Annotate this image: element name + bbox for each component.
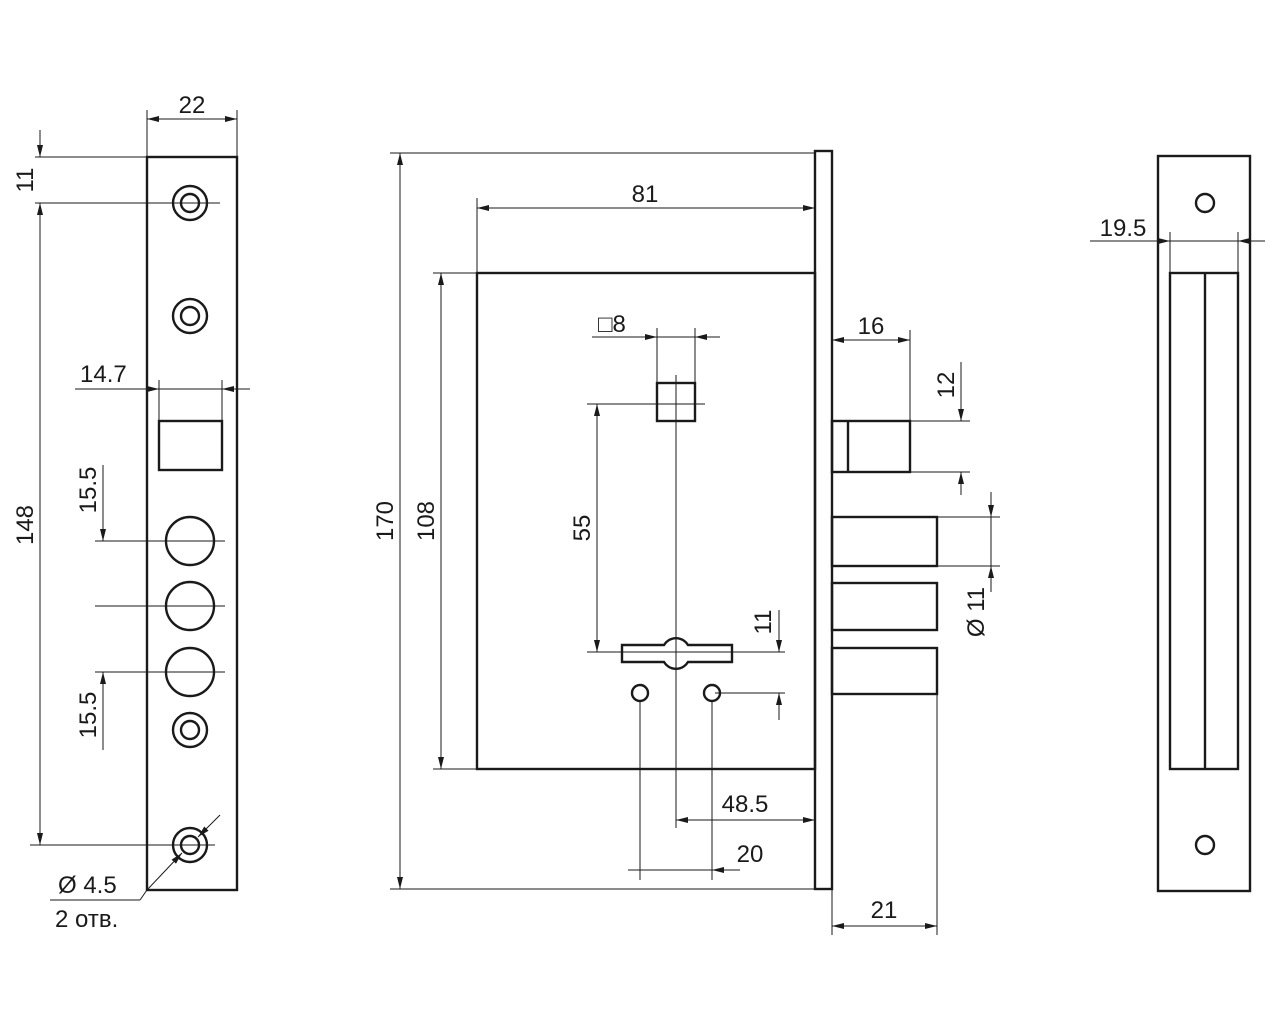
svg-text:81: 81 (632, 181, 659, 208)
dimension-bolt-projection: 21 (831, 694, 938, 935)
dimension-key-offset: 11 (715, 610, 785, 720)
screw-hole (171, 297, 209, 335)
mount-hole (1194, 834, 1216, 856)
svg-text:108: 108 (413, 501, 440, 541)
faceplate-outline (145, 155, 239, 892)
svg-text:19.5: 19.5 (1100, 215, 1147, 242)
svg-text:Ø 4.5: Ø 4.5 (58, 872, 117, 899)
svg-text:11: 11 (12, 168, 39, 193)
svg-text:55: 55 (569, 515, 596, 542)
svg-text:11: 11 (750, 610, 777, 635)
svg-text:48.5: 48.5 (722, 791, 769, 818)
mount-hole (1194, 192, 1216, 214)
svg-text:14.7: 14.7 (80, 361, 127, 388)
dimension-spindle: □8 (592, 311, 720, 383)
faceplate (813, 149, 834, 891)
svg-text:15.5: 15.5 (75, 692, 102, 739)
svg-text:12: 12 (933, 372, 960, 399)
latch-opening (157, 419, 224, 472)
svg-text:22: 22 (179, 92, 206, 119)
dead-bolt (830, 581, 939, 632)
svg-text:16: 16 (858, 313, 885, 340)
dimension-strike-width: 19.5 (1090, 215, 1265, 273)
dimension-latch-projection: 16 (832, 313, 911, 421)
dimension-backset: 48.5 (676, 791, 815, 823)
strike-plate-view: 19.5 (1090, 154, 1265, 893)
svg-text:2 отв.: 2 отв. (55, 906, 118, 933)
dimension-center-distance: 55 (569, 403, 785, 653)
dimension-body-height: 108 (413, 272, 477, 770)
dimension-top-offset: 11 (12, 130, 220, 845)
faceplate-side-view: 22 11 148 14.7 15.5 15.5 Ø 4.5 2 отв. (12, 92, 250, 933)
dimension-hole-diameter: Ø 4.5 2 отв. (50, 814, 221, 933)
dimension-bolt-diameter: Ø 11 (937, 492, 1000, 637)
dead-bolt (830, 515, 939, 568)
dimension-square-offset: 14.7 (75, 361, 250, 421)
strike-plate-outline (1156, 154, 1252, 893)
svg-text:□8: □8 (598, 311, 626, 338)
svg-text:170: 170 (372, 501, 399, 541)
svg-text:20: 20 (737, 841, 764, 868)
dimension-bolt-spacing: 15.5 15.5 (75, 465, 225, 750)
dimension-hole-spacing-front: 20 (628, 701, 763, 880)
dimension-latch-height: 12 (910, 362, 970, 495)
latch-bolt (830, 419, 912, 474)
screw-hole (171, 711, 209, 749)
dimension-width: 22 (146, 92, 238, 157)
dimension-hole-spacing: 148 (12, 505, 215, 846)
dead-bolt (830, 646, 939, 696)
lock-body (475, 271, 817, 771)
svg-text:148: 148 (12, 505, 39, 545)
keyhole (620, 637, 734, 670)
mount-hole (630, 683, 650, 703)
svg-text:15.5: 15.5 (75, 467, 102, 514)
svg-text:21: 21 (871, 897, 898, 924)
dimension-body-width: 81 (476, 181, 815, 273)
lock-body-front-view: 170 81 108 □8 55 11 48.5 20 16 12 Ø 11 2… (372, 149, 1000, 935)
dimension-height: 170 (372, 152, 815, 890)
svg-text:Ø 11: Ø 11 (963, 587, 990, 637)
